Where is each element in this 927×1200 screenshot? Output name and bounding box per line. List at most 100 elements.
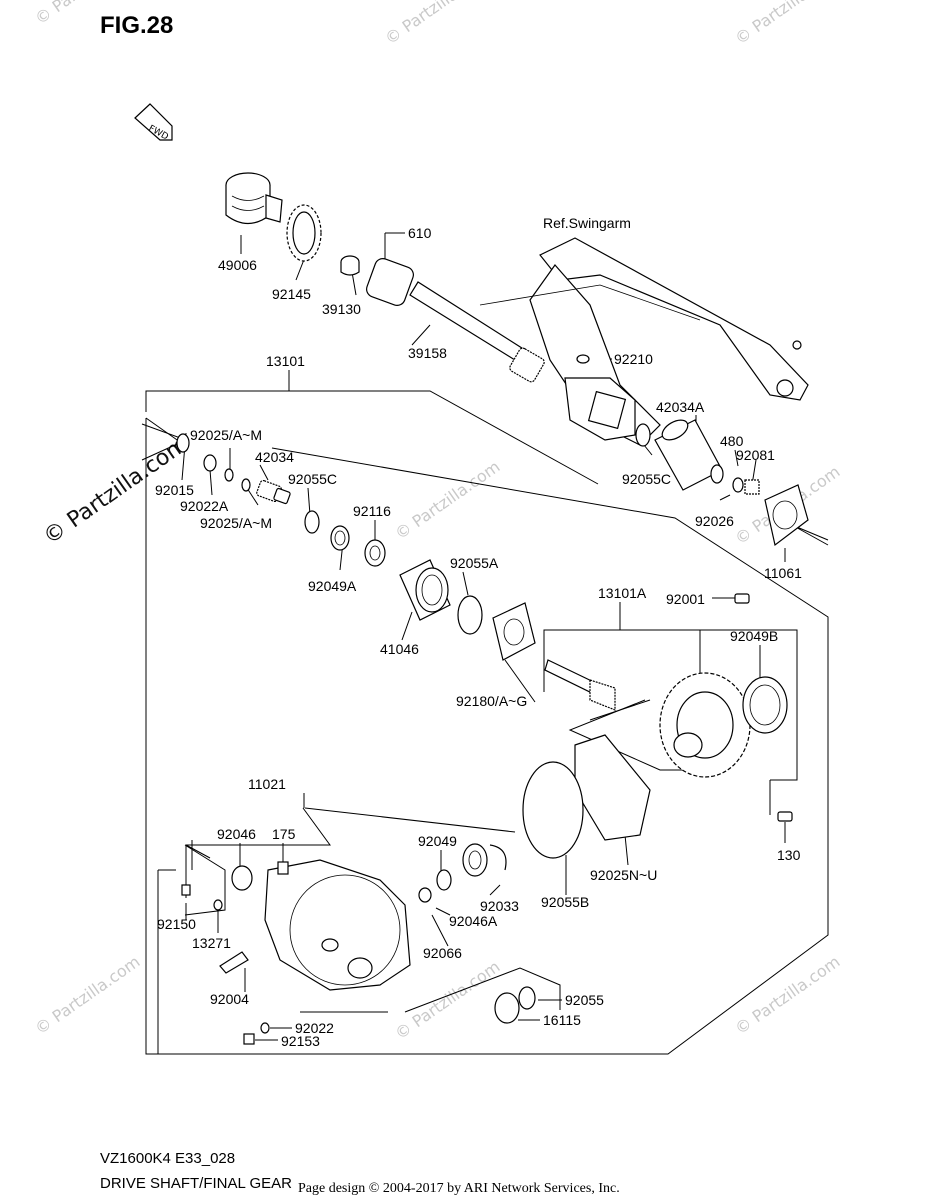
label-92180: 92180/A~G (456, 693, 527, 709)
part-92055C-oring-top (635, 423, 651, 447)
part-ring-gear (659, 672, 751, 778)
label-92153: 92153 (281, 1033, 320, 1049)
label-92055A: 92055A (450, 555, 499, 571)
label-swingarm-ref: Ref.Swingarm (543, 215, 631, 231)
label-92046A: 92046A (449, 913, 498, 929)
part-92055-oring (518, 986, 536, 1010)
part-480-ring (732, 477, 744, 493)
label-92081: 92081 (736, 447, 775, 463)
label-130: 130 (777, 847, 801, 863)
fwd-arrow-icon: FWD (134, 103, 173, 143)
part-92049A-seal (330, 525, 350, 551)
model-code: VZ1600K4 E33_028 (100, 1150, 235, 1167)
label-16115: 16115 (543, 1012, 581, 1028)
part-92150-bolt (181, 884, 191, 896)
label-13271: 13271 (192, 935, 231, 951)
label-92049A: 92049A (308, 578, 357, 594)
part-92055A-oring (457, 595, 483, 635)
part-92026-washer (710, 464, 724, 484)
label-39130: 39130 (322, 301, 361, 317)
label-41046: 41046 (380, 641, 419, 657)
section-title: DRIVE SHAFT/FINAL GEAR (100, 1175, 292, 1192)
part-130-bolt (777, 811, 793, 822)
part-175-bolt (277, 861, 289, 875)
watermark-text: © Partzilla.com (31, 952, 143, 1038)
label-92150: 92150 (157, 916, 196, 932)
part-92180-shim (492, 602, 536, 661)
part-92046-bearing (231, 865, 253, 891)
label-92025NU: 92025N~U (590, 867, 657, 883)
label-42034: 42034 (255, 449, 294, 465)
label-92015: 92015 (155, 482, 194, 498)
part-labels: Ref.Swingarm 49006 92145 39130 610 39158… (155, 215, 802, 1049)
part-42034-pinion (256, 479, 291, 505)
part-swingarm (479, 237, 809, 446)
label-480: 480 (720, 433, 744, 449)
label-92004: 92004 (210, 991, 249, 1007)
part-92081-spring (744, 479, 760, 495)
label-11061: 11061 (764, 565, 802, 581)
label-92049B: 92049B (730, 628, 778, 644)
part-41046-housing (399, 559, 451, 621)
part-39158-drive-shaft (366, 258, 545, 383)
part-92049B-seal (742, 676, 788, 734)
part-92066-plug (418, 887, 432, 903)
part-92055B-oring (522, 761, 584, 859)
part-11061-gasket (764, 484, 809, 547)
part-92210-bolt (576, 354, 590, 364)
part-92116-bearing (364, 539, 386, 567)
label-92033: 92033 (480, 898, 519, 914)
label-42034A: 42034A (656, 399, 705, 415)
part-92022A-washer (203, 454, 217, 472)
label-92025-am-1: 92025/A~M (190, 427, 262, 443)
part-13101A-pinion-gear (544, 659, 616, 711)
callout-lines (145, 232, 798, 1041)
label-175: 175 (272, 826, 296, 842)
label-92025-am-2: 92025/A~M (200, 515, 272, 531)
part-49006-bracket (225, 172, 283, 225)
label-92022A: 92022A (180, 498, 229, 514)
part-13271-washer (213, 899, 223, 911)
label-92066: 92066 (423, 945, 462, 961)
watermark-text: © Partzilla.com (381, 0, 493, 48)
label-13101: 13101 (266, 353, 305, 369)
part-16115-cap (494, 992, 520, 1024)
label-92049: 92049 (418, 833, 457, 849)
figure-title: FIG.28 (100, 12, 173, 39)
part-11021-case (264, 859, 411, 991)
copyright-notice: Page design © 2004-2017 by ARI Network S… (298, 1181, 620, 1196)
label-92116: 92116 (353, 503, 391, 519)
label-92001: 92001 (666, 591, 705, 607)
part-92022-washer (260, 1022, 270, 1034)
label-92055C-top: 92055C (622, 471, 671, 487)
watermark-text: © Partzilla.com (391, 957, 503, 1043)
label-92055B: 92055B (541, 894, 589, 910)
part-92025NU-shim (574, 734, 651, 841)
part-92015-nut (176, 433, 190, 453)
part-92033-circlip (489, 844, 507, 871)
part-92025-shim (224, 468, 251, 492)
label-49006: 49006 (218, 257, 257, 273)
part-92055C-oring (304, 510, 320, 534)
label-92026: 92026 (695, 513, 734, 529)
label-92022: 92022 (295, 1020, 334, 1036)
label-610: 610 (408, 225, 432, 241)
part-92004-stud (219, 951, 249, 974)
part-92046A-bearing (436, 869, 452, 891)
part-39130-bushing (340, 255, 360, 276)
part-92001-bolt (734, 593, 750, 604)
part-92145-gear-ring (286, 204, 322, 262)
label-39158: 39158 (408, 345, 447, 361)
label-92046: 92046 (217, 826, 256, 842)
label-92055: 92055 (565, 992, 604, 1008)
watermark-text: © Partzilla.com (731, 0, 843, 48)
label-11021: 11021 (248, 776, 286, 792)
watermark-text: © Partzilla.com (391, 457, 503, 543)
part-92153-bolt (243, 1033, 255, 1045)
label-92145: 92145 (272, 286, 311, 302)
label-92210: 92210 (614, 351, 653, 367)
part-92049-bearing (462, 843, 488, 877)
label-92055C: 92055C (288, 471, 337, 487)
label-13101A: 13101A (598, 585, 647, 601)
